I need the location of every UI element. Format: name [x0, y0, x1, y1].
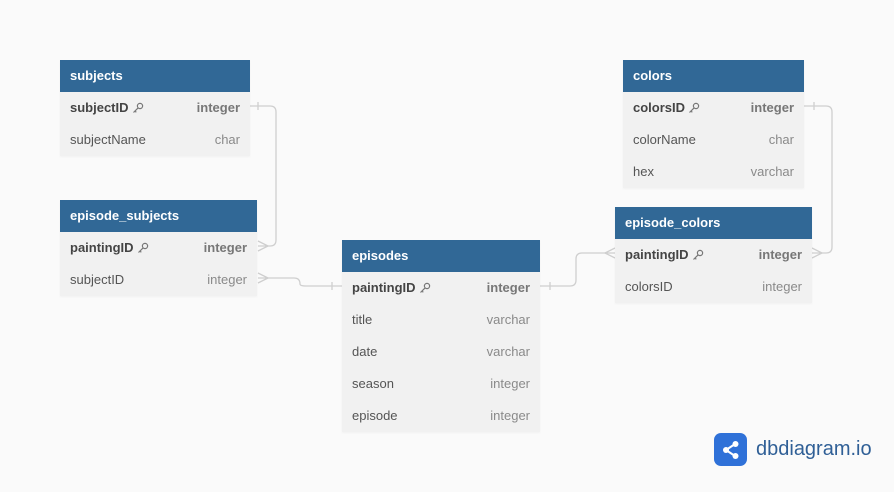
table-row[interactable]: title varchar	[342, 304, 540, 336]
key-icon	[692, 249, 703, 260]
table-row[interactable]: colorsID integer	[615, 271, 812, 303]
table-episode-subjects[interactable]: episode_subjects paintingID integer subj…	[60, 200, 257, 296]
table-header[interactable]: episode_subjects	[60, 200, 257, 232]
column-name: colorsID	[625, 279, 673, 294]
column-type: integer	[490, 376, 530, 391]
column-type: integer	[203, 240, 247, 255]
connector-episode-subjects-episodes	[258, 277, 342, 287]
column-name: subjectID	[70, 272, 125, 287]
column-type: char	[214, 132, 240, 147]
column-name: title	[352, 312, 373, 327]
column-name: subjectID	[70, 100, 129, 115]
table-row[interactable]: hex varchar	[623, 156, 804, 188]
brand-watermark[interactable]: dbdiagram.io	[714, 433, 872, 466]
many-marker	[604, 247, 616, 259]
brand-name: dbdiagram.io	[756, 438, 872, 460]
connector-episodes-episode-colors	[540, 252, 615, 287]
dbdiagram-logo-icon	[714, 433, 747, 466]
column-type: integer	[750, 100, 794, 115]
table-header[interactable]: subjects	[60, 60, 250, 92]
column-type: varchar	[486, 344, 530, 359]
column-type: varchar	[486, 312, 530, 327]
key-icon	[132, 102, 143, 113]
column-type: integer	[207, 272, 247, 287]
column-name: hex	[633, 164, 654, 179]
key-icon	[689, 102, 700, 113]
table-row[interactable]: episode integer	[342, 400, 540, 432]
column-name: colorsID	[633, 100, 686, 115]
table-row[interactable]: colorsID integer	[623, 92, 804, 124]
column-name: subjectName	[70, 132, 146, 147]
column-type: integer	[486, 280, 530, 295]
key-icon	[419, 282, 430, 293]
column-name: colorName	[633, 132, 696, 147]
table-header[interactable]: episode_colors	[615, 207, 812, 239]
table-header[interactable]: episodes	[342, 240, 540, 272]
table-row[interactable]: paintingID integer	[60, 232, 257, 264]
table-row[interactable]: subjectName char	[60, 124, 250, 156]
table-row[interactable]: paintingID integer	[615, 239, 812, 271]
column-type: integer	[490, 408, 530, 423]
table-header[interactable]: colors	[623, 60, 804, 92]
table-row[interactable]: colorName char	[623, 124, 804, 156]
table-row[interactable]: subjectID integer	[60, 264, 257, 296]
table-row[interactable]: subjectID integer	[60, 92, 250, 124]
column-name: date	[352, 344, 378, 359]
column-type: varchar	[750, 164, 794, 179]
table-subjects[interactable]: subjects subjectID integer subjectName c…	[60, 60, 250, 156]
table-episode-colors[interactable]: episode_colors paintingID integer colors…	[615, 207, 812, 303]
column-type: integer	[196, 100, 240, 115]
column-name: season	[352, 376, 394, 391]
key-icon	[137, 242, 148, 253]
many-marker	[257, 272, 269, 284]
column-type: integer	[762, 279, 802, 294]
table-colors[interactable]: colors colorsID integer colorName char h…	[623, 60, 804, 188]
table-row[interactable]: paintingID integer	[342, 272, 540, 304]
column-name: paintingID	[625, 247, 689, 262]
table-row[interactable]: date varchar	[342, 336, 540, 368]
many-marker	[257, 240, 269, 252]
column-name: episode	[352, 408, 398, 423]
column-type: char	[768, 132, 794, 147]
column-name: paintingID	[70, 240, 134, 255]
table-row[interactable]: season integer	[342, 368, 540, 400]
table-episodes[interactable]: episodes paintingID integer title varcha…	[342, 240, 540, 432]
column-type: integer	[758, 247, 802, 262]
column-name: paintingID	[352, 280, 416, 295]
many-marker	[811, 247, 823, 259]
